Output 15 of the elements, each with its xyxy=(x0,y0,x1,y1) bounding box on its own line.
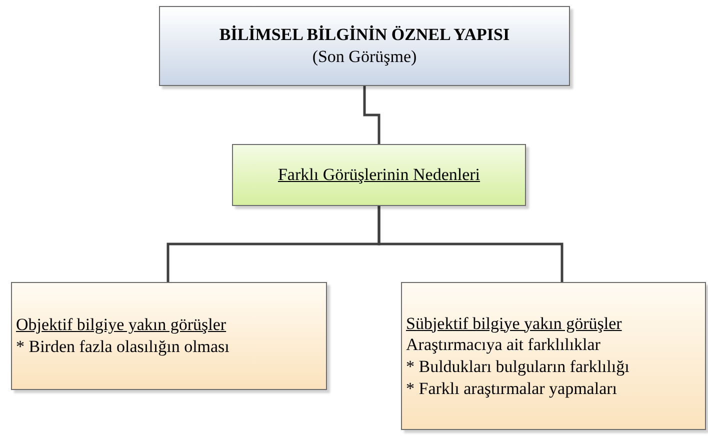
title-box xyxy=(159,6,570,86)
subtitle: (Son Görüşme) xyxy=(312,46,417,68)
category-box xyxy=(232,144,526,206)
text-line: * Farklı araştırmalar yapmaları xyxy=(406,378,617,400)
text-line: * Birden fazla olasılığın olması xyxy=(16,336,230,358)
content-box xyxy=(401,282,706,430)
content-box xyxy=(11,282,327,390)
connector-line xyxy=(363,86,380,144)
heading: Objektif bilgiye yakın görüşler xyxy=(16,314,226,336)
connector-line xyxy=(378,206,564,282)
text-line: Araştırmacıya ait farklılıklar xyxy=(406,334,600,356)
heading: Farklı Görüşlerinin Nedenleri xyxy=(278,164,480,186)
text-line: * Buldukları bulguların farklılığı xyxy=(406,356,630,378)
heading: Sübjektif bilgiye yakın görüşler xyxy=(406,312,622,334)
heading: BİLİMSEL BİLGİNİN ÖZNEL YAPISI xyxy=(219,24,510,46)
